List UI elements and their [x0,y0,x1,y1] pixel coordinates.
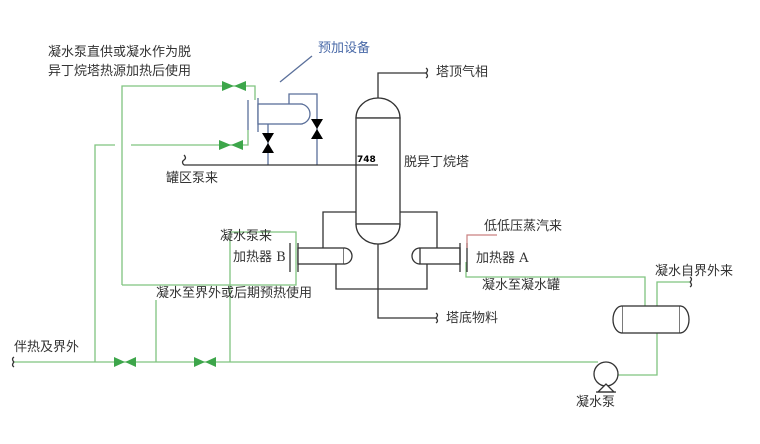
label-condensate-direct-line2: 异丁烷塔热源加热后使用 [48,64,192,79]
pipe-tower-bottom [377,244,436,319]
pipe-to-preheater-lower [131,130,249,146]
condensate-pump [593,361,619,393]
label-tower-tag: 748 [357,155,376,165]
top-line-break [425,67,429,79]
label-tank-area-pump-in: 罐区泵来 [166,171,219,186]
label-deisobutanizer: 脱异丁烷塔 [404,155,470,170]
pipe-left-riser [94,144,115,362]
pipe-heater-return [335,260,428,290]
pipe-to-preheater-upper [121,85,256,285]
feed-line-break [181,154,187,166]
valve-preheater-bypass-1[interactable] [262,133,274,153]
label-condensate-to-outside: 凝水至界外或后期预热使用 [156,286,313,301]
valve-mid-green[interactable] [219,140,243,150]
bottom-line-break [435,312,439,324]
label-heater-b: 加热器 B [233,250,286,265]
label-condensate-to-tank: 凝水至凝水罐 [482,278,561,293]
deisobutanizer-tower [355,97,401,245]
pipe-heater-a-vapor [400,211,438,248]
label-tower-bottom: 塔底物料 [446,311,499,326]
valve-header-2[interactable] [194,357,216,367]
label-tower-top-vapor: 塔顶气相 [436,65,489,80]
pipe-low-low-steam [466,234,497,248]
valve-top-green[interactable] [222,81,246,91]
pipe-from-outside [656,281,690,306]
annotation-leader [279,55,313,83]
label-condensate-pump: 凝水泵 [576,395,616,410]
heater-a [411,243,468,272]
outside-line-break [689,276,693,288]
label-low-low-steam: 低低压蒸汽来 [484,219,563,234]
pipe-pump-to-tank [608,333,658,376]
label-condensate-direct-line1: 凝水泵直供或凝水作为脱 [48,45,192,60]
pipe-heater-a-to-tank [465,262,646,306]
heater-b [289,243,353,272]
pipe-heater-b-vapor [322,211,356,248]
valve-preheater-bypass-2[interactable] [311,119,323,139]
label-pre-added-equipment: 预加设备 [318,41,371,56]
valve-header-1[interactable] [114,357,136,367]
label-condensate-from-outside: 凝水自界外来 [655,264,734,279]
condensate-tank [612,305,690,334]
label-heater-a: 加热器 A [476,251,529,266]
tracing-line-break [11,356,15,368]
pipe-tower-top [377,72,426,98]
pipe-heater-b-loop [122,231,297,362]
pre-heater-exchanger [247,93,318,165]
label-condensate-pump-in: 凝水泵来 [220,229,273,244]
label-tracing-and-outside: 伴热及界外 [14,340,80,355]
